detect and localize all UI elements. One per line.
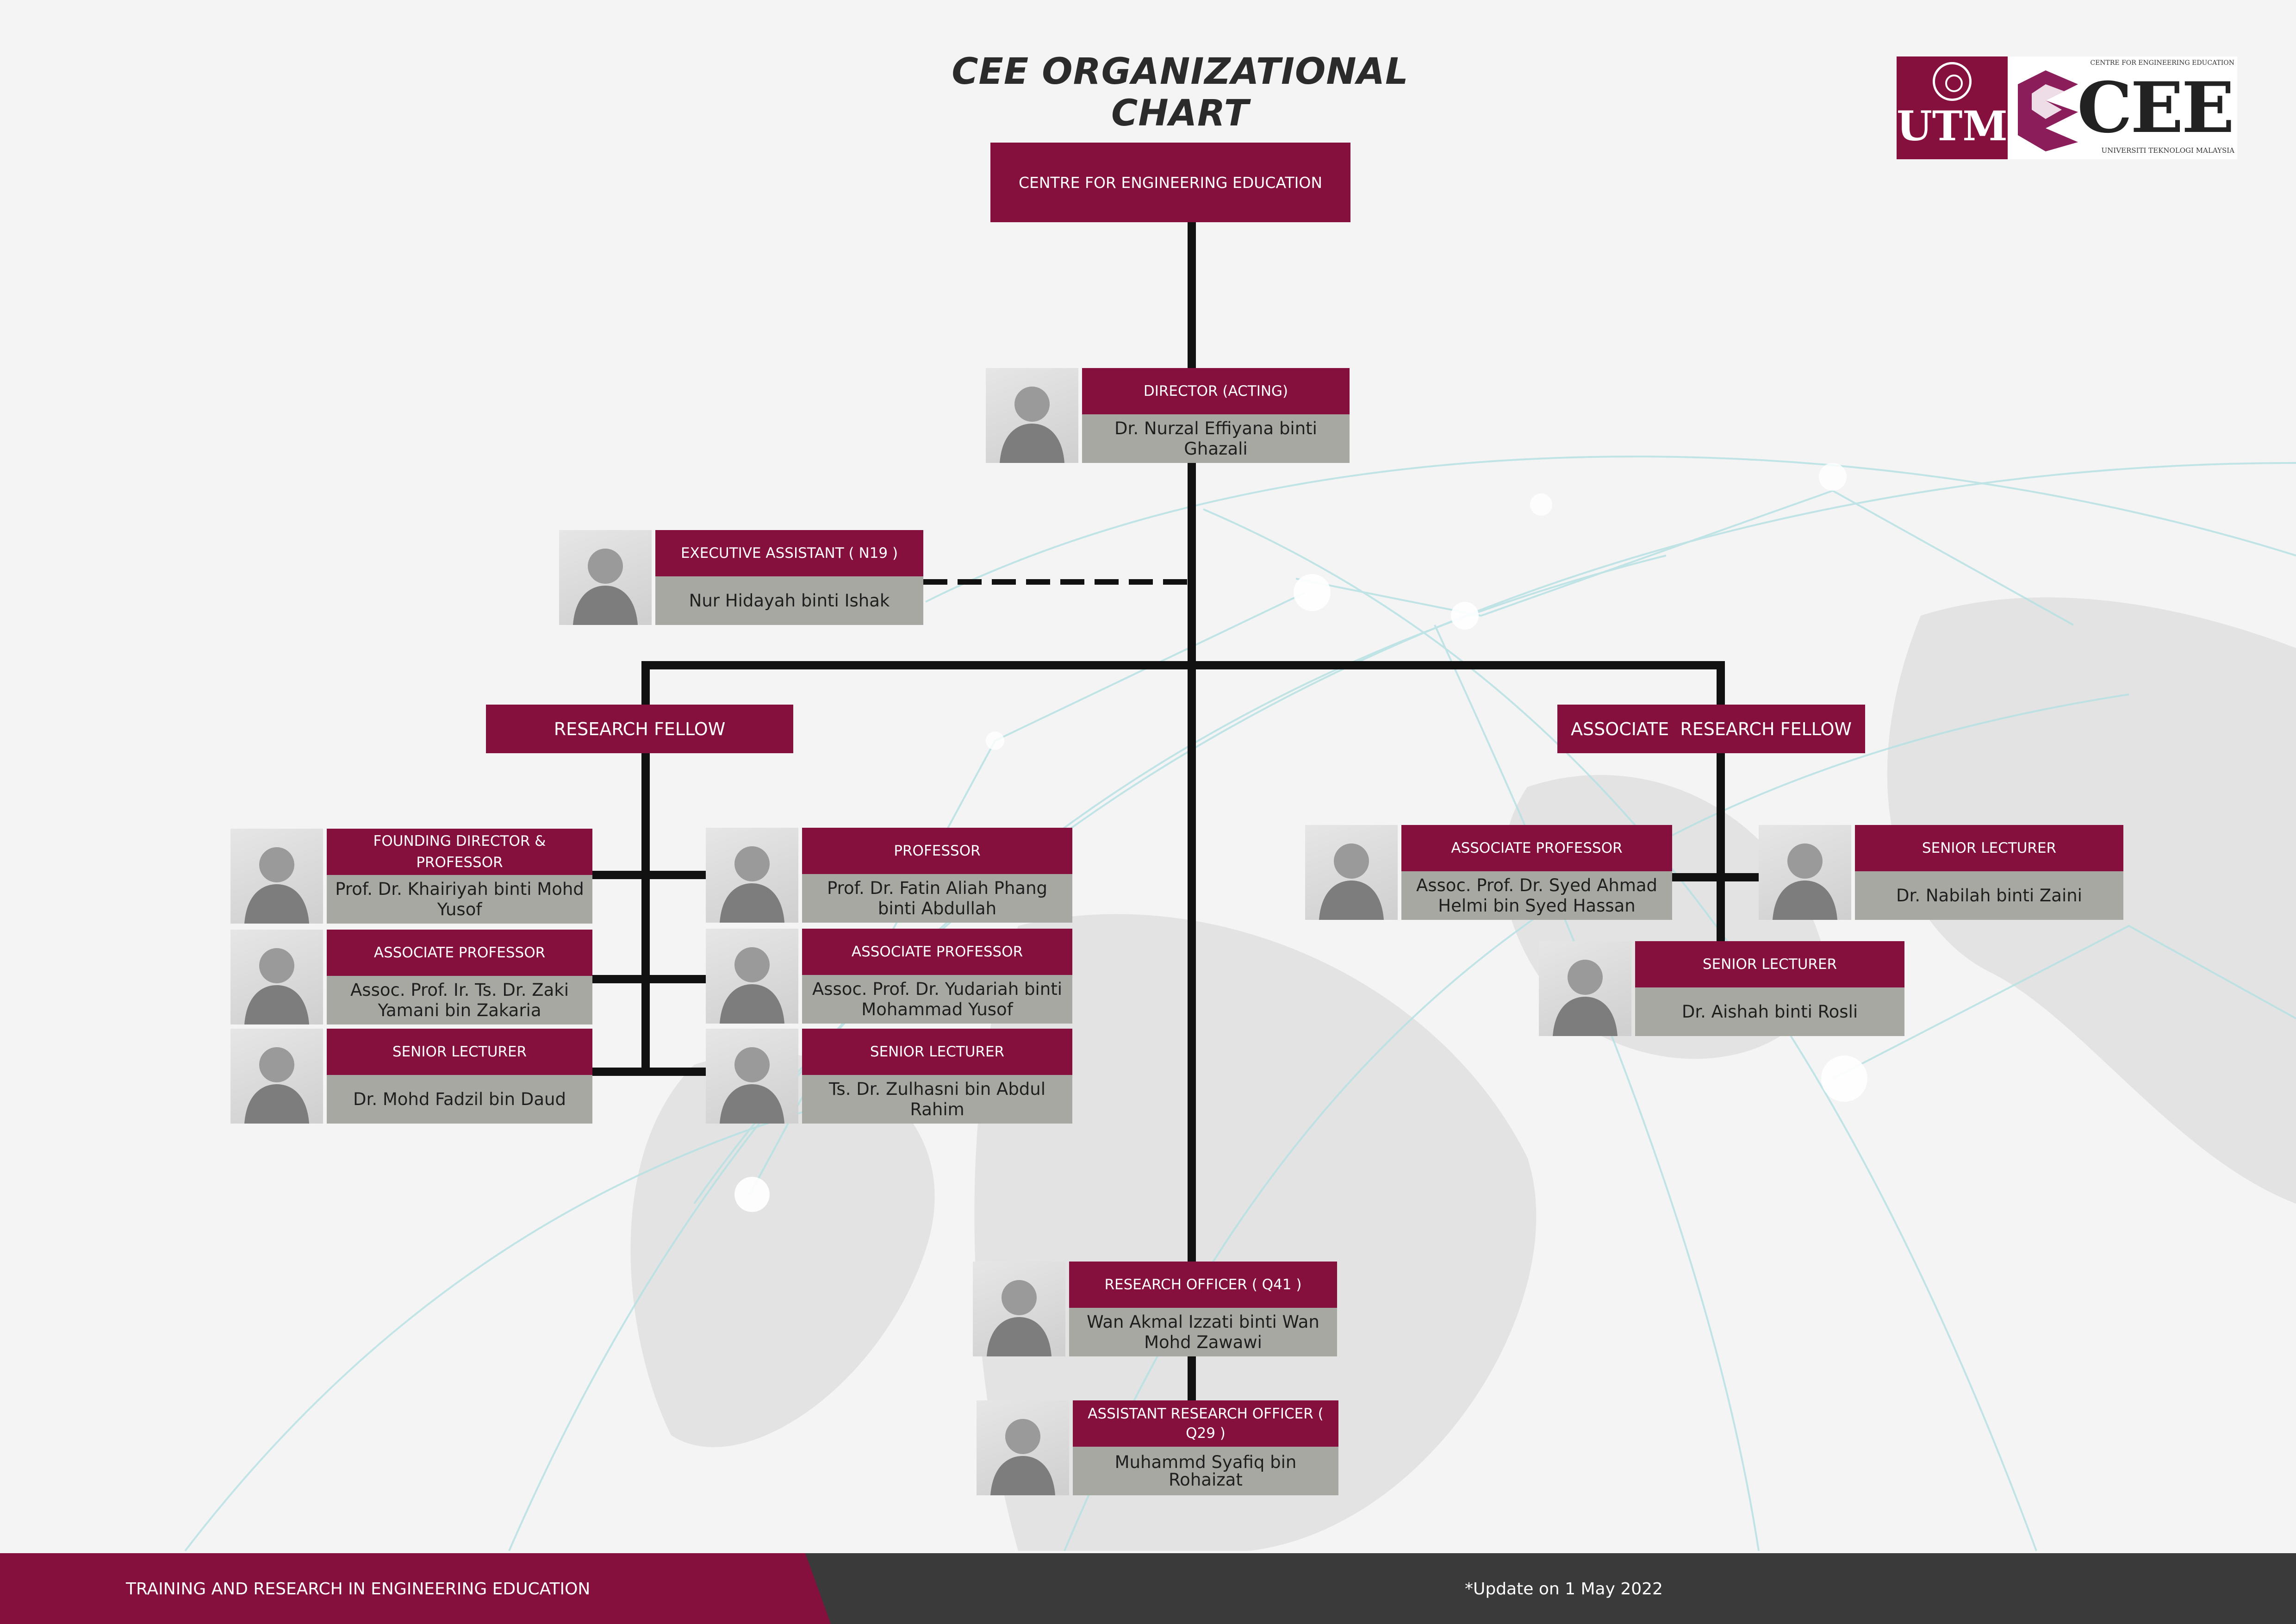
member-name: Ts. Dr. Zulhasni bin Abdul Rahim	[802, 1075, 1072, 1124]
profile-photo	[1305, 825, 1398, 920]
utm-seal-icon	[1933, 62, 1972, 101]
assistant-research-officer-card: ASSISTANT RESEARCH OFFICER ( Q29 ) Muham…	[977, 1400, 1338, 1495]
profile-photo	[706, 929, 798, 1024]
root-node-label: CENTRE FOR ENGINEERING EDUCATION	[1018, 173, 1323, 192]
footer-left-band	[0, 1553, 833, 1624]
utm-cee-logo: UTM CENTRE FOR ENGINEERING EDUCATION CEE…	[1897, 56, 2237, 159]
research-fellow-label: RESEARCH FELLOW	[554, 718, 726, 739]
person-silhouette-icon	[244, 1047, 309, 1124]
member-role: FOUNDING DIRECTOR & PROFESSOR	[327, 829, 592, 875]
profile-photo	[559, 530, 652, 625]
associate-research-fellow-label: ASSOCIATE RESEARCH FELLOW	[1571, 718, 1852, 739]
research-officer-card: RESEARCH OFFICER ( Q41 ) Wan Akmal Izzat…	[973, 1262, 1337, 1356]
member-name: Dr. Nabilah binti Zaini	[1855, 871, 2123, 920]
member-name: Dr. Mohd Fadzil bin Daud	[327, 1075, 592, 1124]
root-node-box: CENTRE FOR ENGINEERING EDUCATION	[990, 143, 1350, 222]
member-role: SENIOR LECTURER	[1635, 941, 1904, 987]
person-silhouette-icon	[1000, 387, 1064, 463]
member-name: Prof. Dr. Khairiyah binti Mohd Yusof	[327, 875, 592, 924]
member-role: ASSOCIATE PROFESSOR	[802, 929, 1072, 975]
cee-emblem-icon	[2018, 70, 2078, 151]
associate-research-fellow-header: ASSOCIATE RESEARCH FELLOW	[1557, 705, 1865, 753]
profile-photo	[230, 829, 323, 924]
profile-photo	[986, 368, 1078, 463]
director-role: DIRECTOR (ACTING)	[1082, 368, 1350, 414]
person-silhouette-icon	[990, 1419, 1055, 1495]
executive-assistant-name: Nur Hidayah binti Ishak	[655, 576, 923, 625]
person-silhouette-icon	[987, 1280, 1052, 1356]
profile-photo	[1759, 825, 1851, 920]
profile-photo	[230, 1029, 323, 1124]
profile-photo	[1539, 941, 1631, 1036]
utm-logo: UTM	[1897, 56, 2008, 159]
logo-top-text: CENTRE FOR ENGINEERING EDUCATION	[2090, 59, 2234, 67]
assistant-research-officer-name: Muhammd Syafiq bin Rohaizat	[1073, 1447, 1338, 1495]
person-silhouette-icon	[1773, 843, 1837, 920]
member-name: Prof. Dr. Fatin Aliah Phang binti Abdull…	[802, 874, 1072, 923]
person-silhouette-icon	[1319, 843, 1384, 920]
profile-photo	[230, 930, 323, 1024]
cee-logo-text: CEE	[2077, 67, 2234, 149]
research-officer-name: Wan Akmal Izzati binti Wan Mohd Zawawi	[1069, 1308, 1337, 1356]
member-role: ASSOCIATE PROFESSOR	[1401, 825, 1672, 871]
member-name: Assoc. Prof. Dr. Syed Ahmad Helmi bin Sy…	[1401, 871, 1672, 920]
executive-assistant-role: EXECUTIVE ASSISTANT ( N19 )	[655, 530, 923, 576]
footer-tagline: TRAINING AND RESEARCH IN ENGINEERING EDU…	[126, 1580, 591, 1599]
executive-assistant-card: EXECUTIVE ASSISTANT ( N19 ) Nur Hidayah …	[559, 530, 923, 625]
research-fellow-card: FOUNDING DIRECTOR & PROFESSOR Prof. Dr. …	[230, 829, 592, 924]
logo-bottom-text: UNIVERSITI TEKNOLOGI MALAYSIA	[2101, 146, 2235, 155]
research-officer-role: RESEARCH OFFICER ( Q41 )	[1069, 1262, 1337, 1308]
member-name: Dr. Aishah binti Rosli	[1635, 987, 1904, 1036]
associate-research-fellow-card: SENIOR LECTURER Dr. Nabilah binti Zaini	[1759, 825, 2123, 920]
chart-title: CEE ORGANIZATIONAL CHART	[952, 51, 1409, 134]
profile-photo	[977, 1400, 1069, 1495]
footer-update-note: *Update on 1 May 2022	[1465, 1580, 1663, 1599]
director-card: DIRECTOR (ACTING) Dr. Nurzal Effiyana bi…	[986, 368, 1350, 463]
research-fellow-card: PROFESSOR Prof. Dr. Fatin Aliah Phang bi…	[706, 828, 1072, 923]
person-silhouette-icon	[720, 1047, 784, 1124]
person-silhouette-icon	[1553, 960, 1618, 1036]
member-role: PROFESSOR	[802, 828, 1072, 874]
member-role: SENIOR LECTURER	[802, 1029, 1072, 1075]
associate-research-fellow-card: SENIOR LECTURER Dr. Aishah binti Rosli	[1539, 941, 1904, 1036]
person-silhouette-icon	[720, 947, 784, 1024]
associate-research-fellow-card: ASSOCIATE PROFESSOR Assoc. Prof. Dr. Sye…	[1305, 825, 1672, 920]
profile-photo	[706, 1029, 798, 1124]
research-fellow-card: SENIOR LECTURER Dr. Mohd Fadzil bin Daud	[230, 1029, 592, 1124]
member-role: ASSOCIATE PROFESSOR	[327, 930, 592, 976]
person-silhouette-icon	[573, 549, 638, 625]
member-role: SENIOR LECTURER	[1855, 825, 2123, 871]
profile-photo	[706, 828, 798, 923]
member-name: Assoc. Prof. Dr. Yudariah binti Mohammad…	[802, 975, 1072, 1024]
research-fellow-card: ASSOCIATE PROFESSOR Assoc. Prof. Ir. Ts.…	[230, 930, 592, 1024]
member-role: SENIOR LECTURER	[327, 1029, 592, 1075]
footer-right-band	[805, 1553, 2296, 1624]
profile-photo	[973, 1262, 1065, 1356]
person-silhouette-icon	[244, 948, 309, 1024]
person-silhouette-icon	[244, 847, 309, 924]
member-name: Assoc. Prof. Ir. Ts. Dr. Zaki Yamani bin…	[327, 976, 592, 1024]
person-silhouette-icon	[720, 846, 784, 923]
research-fellow-card: ASSOCIATE PROFESSOR Assoc. Prof. Dr. Yud…	[706, 929, 1072, 1024]
research-fellow-header: RESEARCH FELLOW	[486, 705, 793, 753]
director-name: Dr. Nurzal Effiyana binti Ghazali	[1082, 414, 1350, 463]
research-fellow-card: SENIOR LECTURER Ts. Dr. Zulhasni bin Abd…	[706, 1029, 1072, 1124]
assistant-research-officer-role: ASSISTANT RESEARCH OFFICER ( Q29 )	[1073, 1400, 1338, 1447]
utm-logo-text: UTM	[1897, 102, 2008, 150]
